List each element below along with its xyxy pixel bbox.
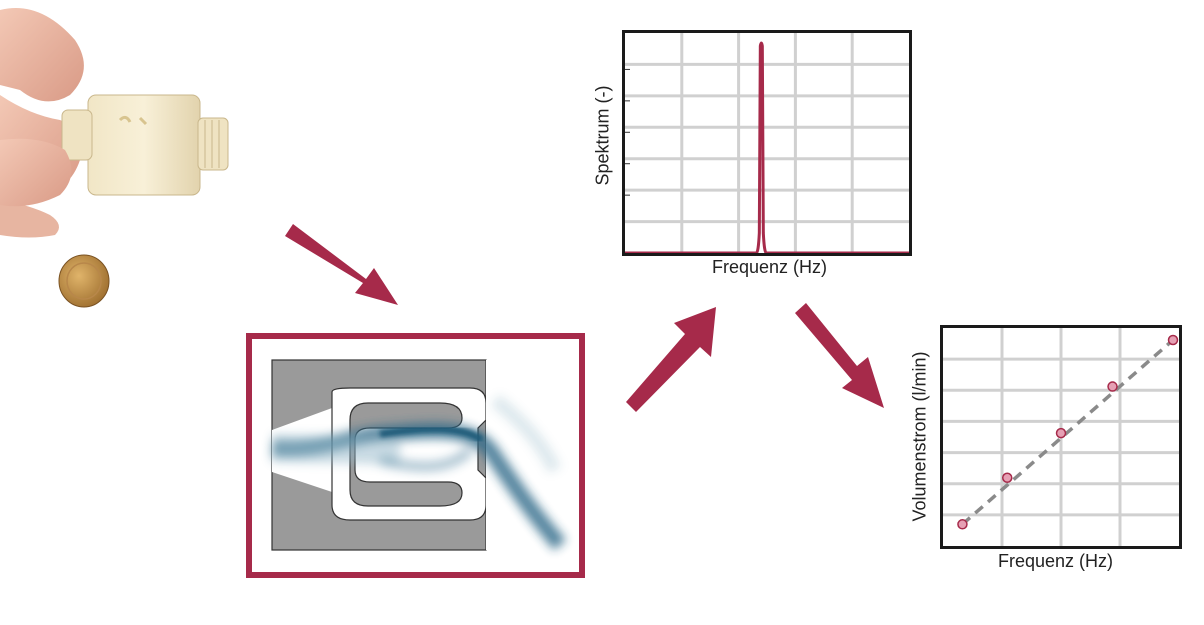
calibration-x-label: Frequenz (Hz) (998, 551, 1114, 571)
spectrum-plot (622, 30, 912, 256)
photo-hand-part (0, 8, 229, 308)
spectrum-chart (622, 30, 912, 256)
calibration-frame (940, 325, 1182, 549)
calibration-plot (940, 325, 1182, 549)
data-point-5 (1167, 334, 1179, 346)
data-point-3 (1055, 427, 1067, 439)
data-point-2 (1001, 472, 1013, 483)
spectrum-x-label: Frequenz (Hz) (712, 257, 828, 277)
trend-line (961, 338, 1175, 526)
arrow-simulation-to-spectrum (626, 307, 716, 412)
arrow-photo-to-simulation (285, 224, 398, 305)
calibration-chart (940, 325, 1182, 549)
calibration-y-label: Volumenstrom (l/min) (909, 351, 930, 522)
arrow-spectrum-to-calibration (795, 303, 884, 408)
spectrum-frame (622, 30, 912, 256)
data-point-4 (1107, 381, 1118, 392)
data-point-1 (957, 519, 968, 530)
spectrum-y-label: Spektrum (-) (592, 85, 613, 186)
spectrum-peak-line (625, 41, 909, 255)
